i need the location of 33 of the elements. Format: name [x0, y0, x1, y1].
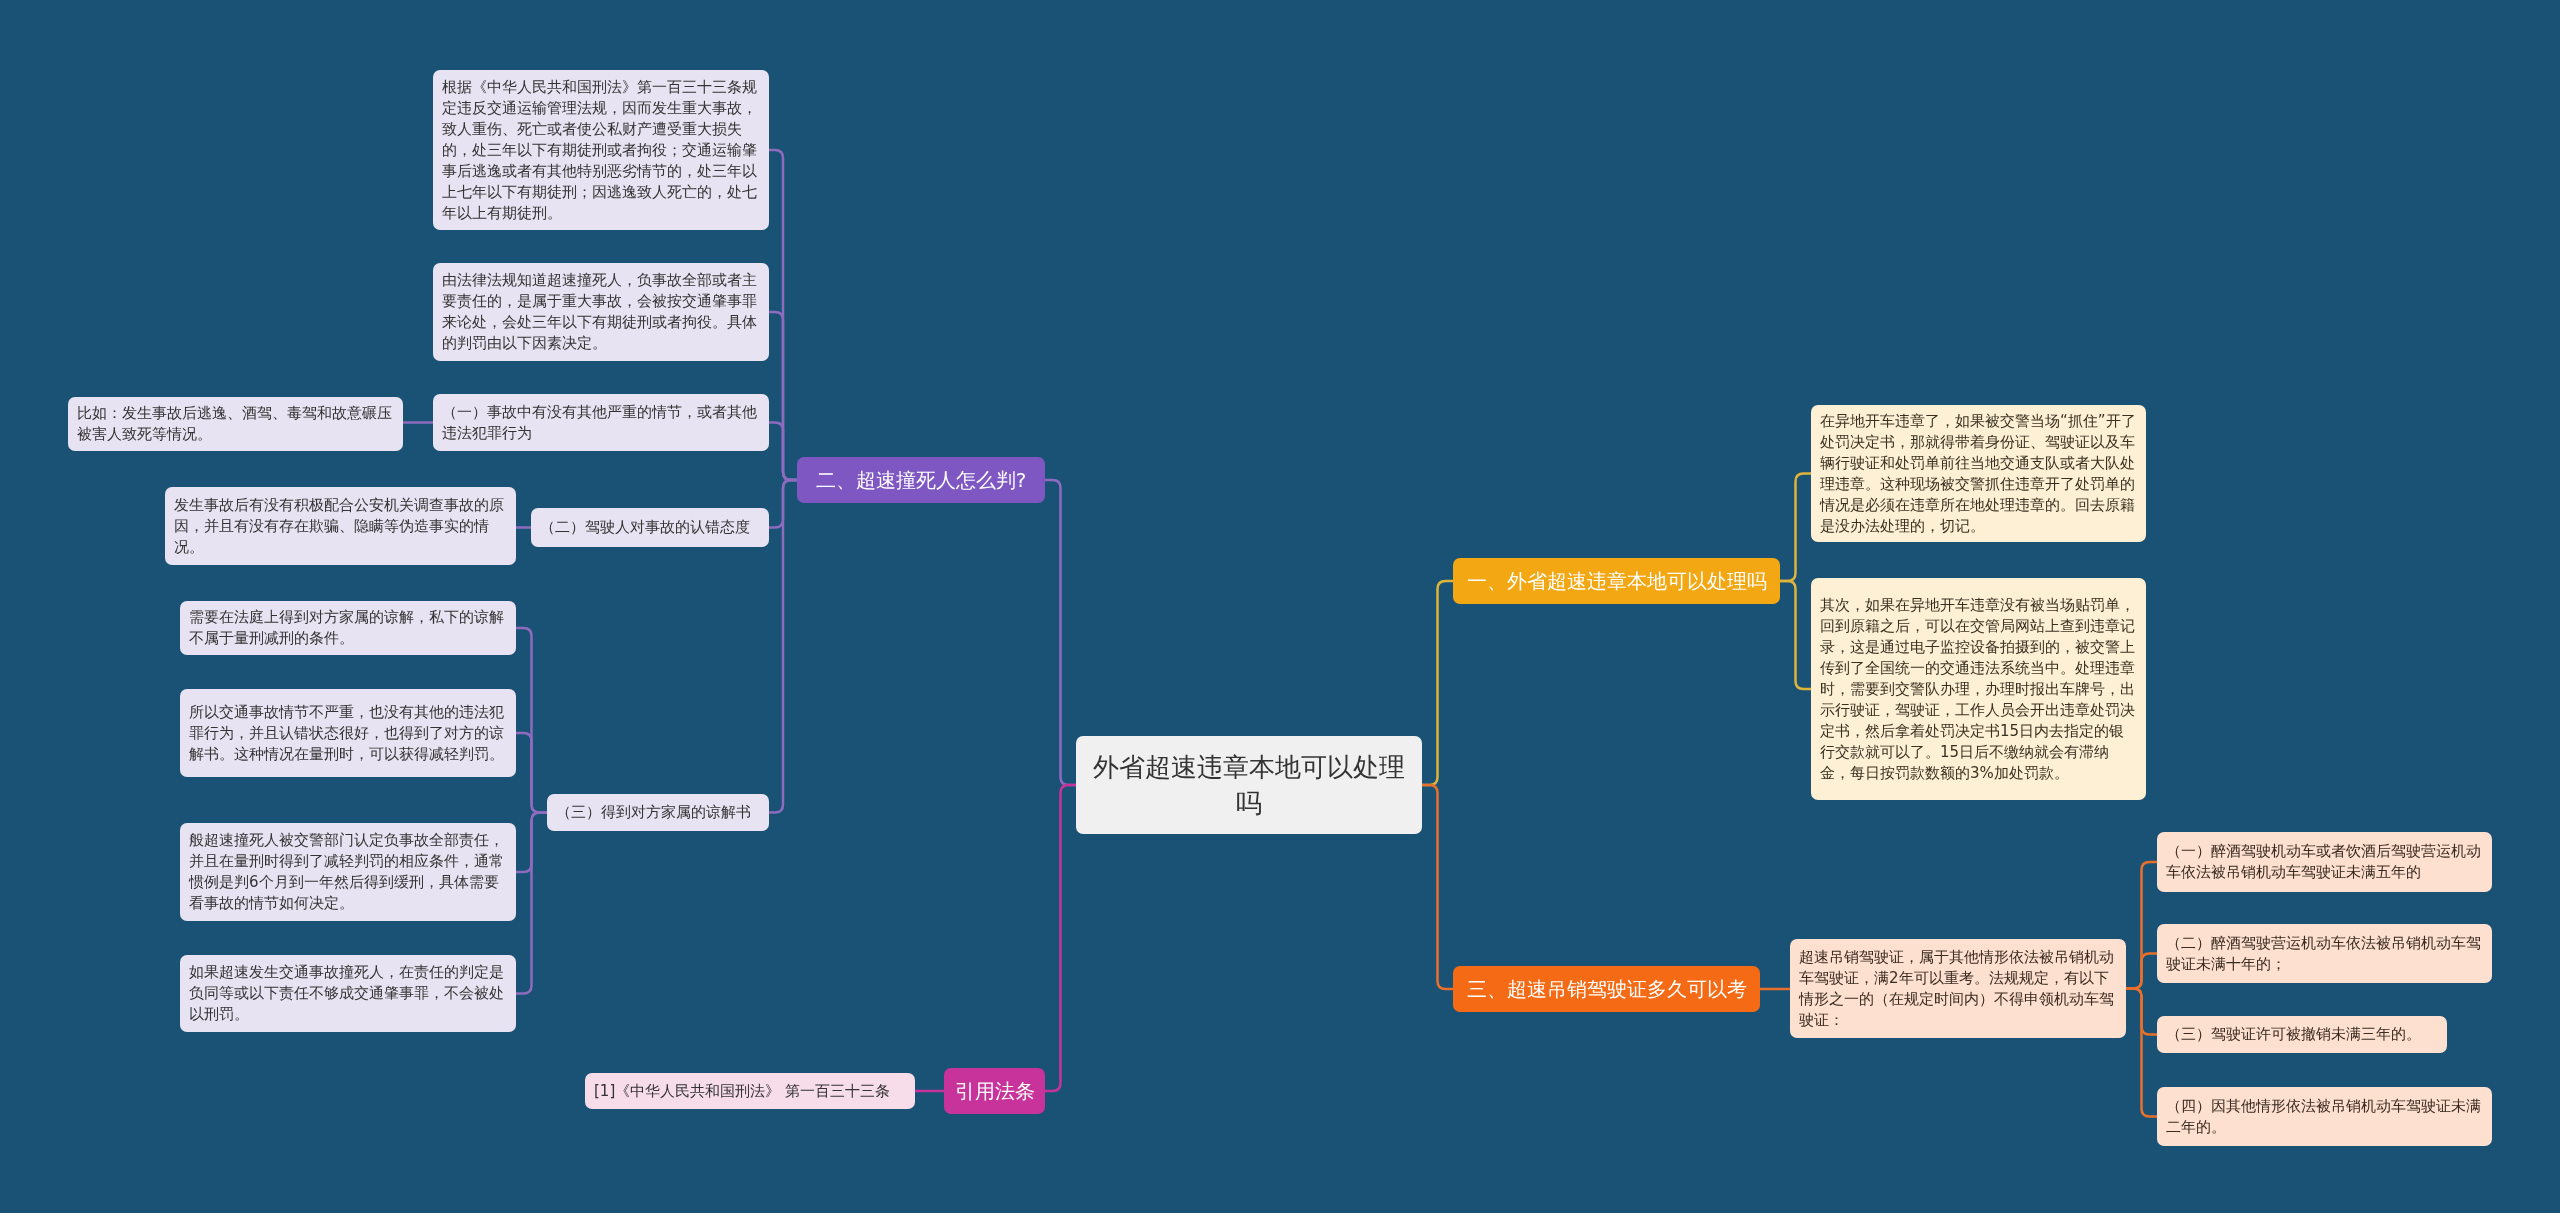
connector-line — [1760, 987, 1790, 991]
central-topic-box: 外省超速违章本地可以处理吗 — [1076, 736, 1422, 834]
connector-line — [516, 526, 531, 529]
text-box: （四）因其他情形依法被吊销机动车驾驶证未满二年的。 — [2157, 1087, 2492, 1146]
text-box: （二）醉酒驾驶营运机动车依法被吊销机动车驾驶证未满十年的； — [2157, 924, 2492, 983]
text-box: （三）得到对方家属的谅解书 — [547, 794, 769, 831]
connector-line — [915, 1089, 944, 1093]
connector-line — [1780, 579, 1811, 691]
text-box: （三）驾驶证许可被撤销未满三年的。 — [2157, 1016, 2447, 1053]
text-box: 如果超速发生交通事故撞死人，在责任的判定是负同等或以下责任不够成交通肇事罪，不会被处以刑罚。 — [180, 955, 516, 1032]
text-box: 在异地开车违章了，如果被交警当场“抓住”开了处罚决定书，那就得带着身份证、驾驶证以及车辆行驶证和处罚单前往当地交通支队或者大队处理违章。这种现场被交警抓住违章开了处罚单的情况是必须在违章所在地处理违章的。回去原籍是没办法处理的，切记。 — [1811, 405, 2146, 542]
text-box: 般超速撞死人被交警部门认定负事故全部责任，并且在量刑时得到了减轻判罚的相应条件，通常惯例是判6个月到一年然后得到缓刑，具体需要看事故的情节如何决定。 — [180, 823, 516, 921]
branch-topic-box: 一、外省超速违章本地可以处理吗 — [1453, 558, 1780, 604]
connector-line — [516, 811, 547, 995]
text-box: 根据《中华人民共和国刑法》第一百三十三条规定违反交通运输管理法规，因而发生重大事故，致人重伤、死亡或者使公私财产遭受重大损失的，处三年以下有期徒刑或者拘役；交通运输肇事后逃逸或者有其他特别恶劣情节的，处三年以上七年以下有期徒刑；因逃逸致人死亡的，处七年以上有期徒刑。 — [433, 70, 769, 230]
text-box: （二）驾驶人对事故的认错态度 — [531, 508, 769, 547]
text-box: 需要在法庭上得到对方家属的谅解，私下的谅解不属于量刑减刑的条件。 — [180, 601, 516, 655]
text-box: 由法律法规知道超速撞死人，负事故全部或者主要责任的，是属于重大事故，会被按交通肇事罪来论处，会处三年以下有期徒刑或者拘役。具体的判罚由以下因素决定。 — [433, 263, 769, 361]
text-box: 其次，如果在异地开车违章没有被当场贴罚单，回到原籍之后，可以在交管局网站上查到违章记录，这是通过电子监控设备拍摄到的，被交警上传到了全国统一的交通违法系统当中。处理违章时，需要到交警队办理，办理时报出车牌号，出示行驶证，驾驶证，工作人员会开出违章处罚决定书，然后拿着处罚决定书15日内去指定的银行交款就可以了。15日后不缴纳就会有滞纳金，每日按罚款数额的3%加处罚款。 — [1811, 578, 2146, 800]
text-box: 发生事故后有没有积极配合公安机关调查事故的原因，并且有没有存在欺骗、隐瞒等伪造事实的情况。 — [165, 487, 516, 565]
connector-line — [2126, 987, 2157, 1118]
text-box: 超速吊销驾驶证，属于其他情形依法被吊销机动车驾驶证，满2年可以重考。法规规定，有以下情形之一的（在规定时间内）不得申领机动车驾驶证： — [1790, 939, 2126, 1038]
branch-topic-box: 引用法条 — [944, 1068, 1045, 1114]
connector-line — [403, 421, 433, 424]
text-box: （一）醉酒驾驶机动车或者饮酒后驾驶营运机动车依法被吊销机动车驾驶证未满五年的 — [2157, 832, 2492, 892]
text-box: 比如：发生事故后逃逸、酒驾、毒驾和故意碾压被害人致死等情况。 — [68, 397, 403, 451]
branch-topic-box: 三、超速吊销驾驶证多久可以考 — [1453, 966, 1760, 1012]
connector-line — [1045, 783, 1076, 1093]
connector-line — [1422, 783, 1453, 991]
text-box: 所以交通事故情节不严重，也没有其他的违法犯罪行为，并且认错状态很好，也得到了对方的谅解书。这种情况在量刑时，可以获得减轻判罚。 — [180, 689, 516, 777]
branch-topic-box: 二、超速撞死人怎么判? — [797, 457, 1045, 503]
text-box: （一）事故中有没有其他严重的情节，或者其他违法犯罪行为 — [433, 394, 769, 451]
text-box: [1]《中华人民共和国刑法》 第一百三十三条 — [585, 1073, 915, 1109]
